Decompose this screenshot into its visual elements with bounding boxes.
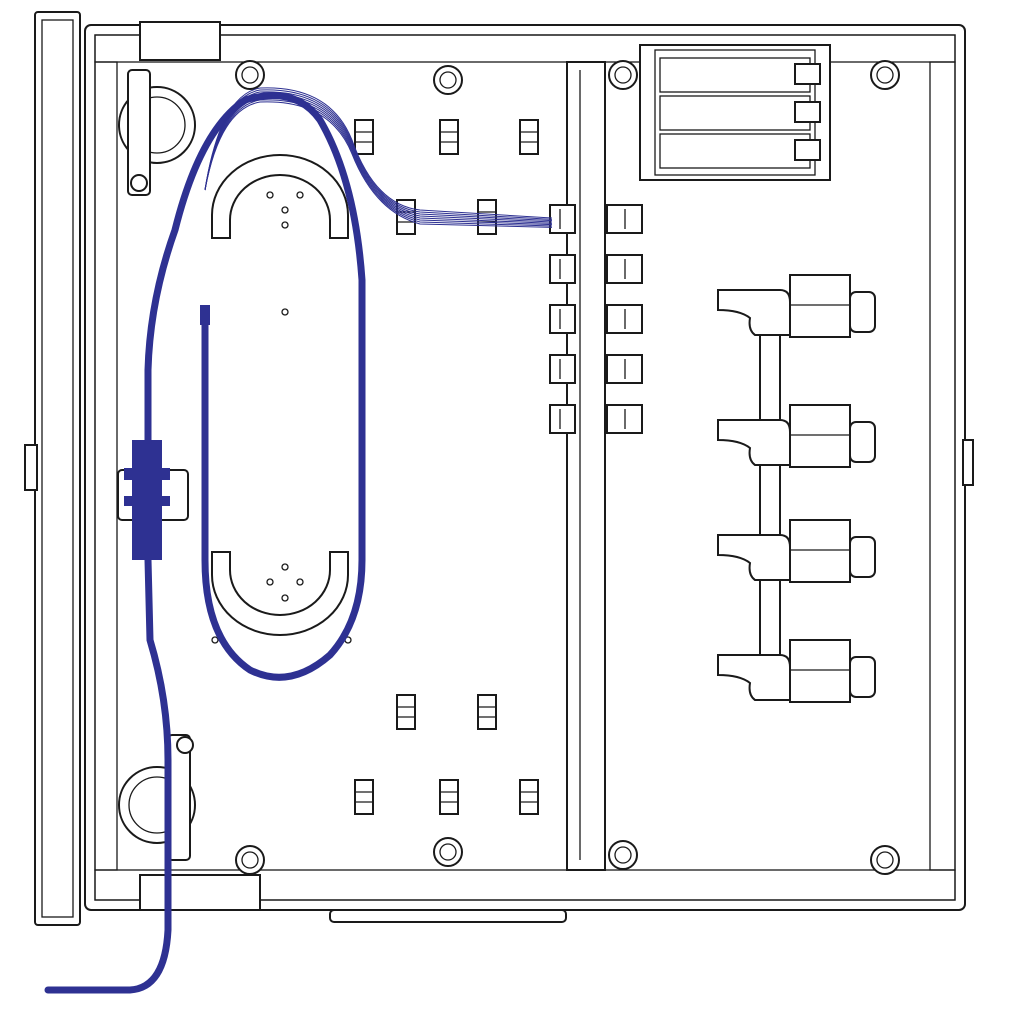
- cable-tie: [354, 779, 374, 815]
- connector-flange: [124, 496, 170, 506]
- patch-cable: [144, 92, 366, 681]
- splice-connector: [717, 519, 876, 583]
- mounting-hole: [608, 840, 638, 870]
- fiber-adapter: [549, 254, 643, 284]
- mounting-hole: [608, 60, 638, 90]
- cable-tie: [354, 119, 374, 155]
- splitter-slot: [659, 95, 821, 131]
- spool-screw: [211, 636, 219, 644]
- fiber-strand: [204, 89, 553, 220]
- bottom-rail: [94, 869, 956, 901]
- mounting-holes: [235, 60, 900, 875]
- fiber-strand: [204, 97, 553, 226]
- fiber-strand: [204, 93, 553, 223]
- mounting-hole: [235, 845, 265, 875]
- splitter-slot: [659, 133, 821, 169]
- cable-tie: [519, 779, 539, 815]
- cable-tie: [519, 119, 539, 155]
- cable-tie: [396, 694, 416, 730]
- bottom-hinge-tab: [139, 874, 261, 911]
- right-connectors: [717, 274, 876, 703]
- fiber-spool: [211, 154, 352, 644]
- left-latch: [24, 444, 38, 491]
- left-wall: [94, 61, 118, 871]
- divider-wall: [566, 61, 606, 871]
- mounting-hole: [870, 845, 900, 875]
- splitter-module: [639, 44, 831, 181]
- top-cable-gland: [118, 69, 196, 196]
- fiber-adapter: [549, 204, 643, 234]
- bottom-spool-holder: [211, 551, 349, 636]
- splice-connector: [717, 639, 876, 703]
- splice-connector: [717, 274, 876, 338]
- adapter-panel: [549, 204, 643, 434]
- mounting-hole: [433, 837, 463, 867]
- right-wall: [929, 61, 956, 871]
- top-spool-holder: [211, 154, 349, 239]
- fiber-strand: [204, 99, 553, 227]
- bottom-cable-gland: [118, 734, 196, 861]
- fiber-strand: [204, 95, 553, 224]
- enclosure-frame: [24, 11, 974, 926]
- cable-sleeve: [200, 305, 210, 325]
- fiber-strand: [204, 91, 553, 222]
- fiber-fanout: [204, 87, 553, 228]
- fiber-cable: [44, 87, 553, 994]
- fiber-adapter: [549, 304, 643, 334]
- drop-cable: [44, 556, 172, 994]
- spool-screw: [281, 308, 289, 316]
- fiber-adapter: [549, 354, 643, 384]
- top-hinge-tab: [139, 21, 221, 61]
- door-inner-edge: [41, 19, 74, 918]
- fiber-strand: [204, 101, 553, 228]
- cable-tie: [439, 119, 459, 155]
- fiber-adapter: [549, 404, 643, 434]
- mounting-hole: [235, 60, 265, 90]
- cable-tie: [477, 694, 497, 730]
- connector-flange: [124, 468, 170, 480]
- splice-connector: [717, 404, 876, 468]
- splitter-slot: [659, 57, 821, 93]
- top-rail: [94, 34, 956, 63]
- right-latch: [962, 439, 974, 486]
- cable-tie: [439, 779, 459, 815]
- mounting-hole: [433, 65, 463, 95]
- mounting-hole: [870, 60, 900, 90]
- bottom-handle: [329, 909, 567, 923]
- fiber-strand: [204, 87, 553, 219]
- cable-glands: [118, 69, 196, 861]
- connector-rail: [759, 299, 781, 701]
- cable-ties: [354, 119, 539, 815]
